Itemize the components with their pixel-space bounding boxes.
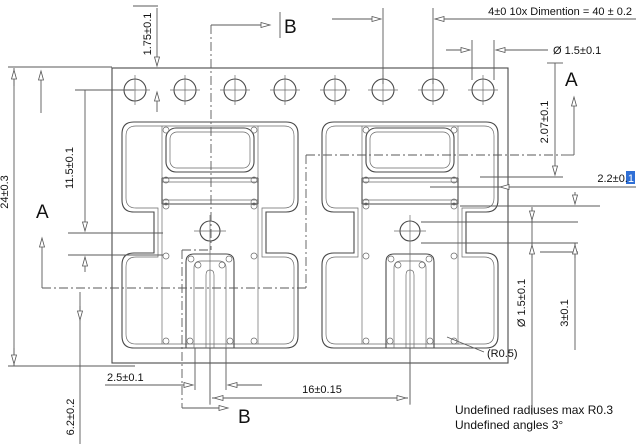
sprocket-hole	[170, 75, 200, 105]
text-selection-highlight	[626, 171, 635, 184]
sprocket-hole	[220, 75, 250, 105]
sprocket-hole	[468, 75, 498, 105]
dim-strip-width: 24±0.3	[0, 66, 135, 367]
dim-text-a-line-offset: 2.07±0.1	[539, 101, 551, 144]
dim-bar-width: 2.2±0.1	[430, 171, 636, 191]
dim-bottom-offset: 6.2±0.2	[65, 292, 84, 444]
sprocket-hole	[320, 75, 350, 105]
dim-text-bar-width: 2.2±0.1	[597, 173, 634, 185]
dim-text-hole-to-bar: 3±0.1	[559, 299, 571, 326]
center-hole	[194, 215, 226, 247]
dim-text-body-height: 11.5±0.1	[64, 147, 76, 189]
section-label-b-top: B	[284, 17, 297, 38]
dim-text-edge-to-holes: 1.75±0.1	[142, 13, 154, 56]
dim-unit-pitch: 16±0.15	[209, 348, 411, 404]
sprocket-hole	[270, 75, 300, 105]
dim-slot-width: 2.5±0.1	[105, 348, 262, 390]
dim-sprocket-hole-dia: Ø 1.5±0.1	[446, 40, 601, 80]
dim-text-center-hole-dia: Ø 1.5±0.1	[516, 279, 528, 327]
section-label-b-bottom: B	[238, 407, 251, 428]
dim-text-slot-width: 2.5±0.1	[107, 372, 144, 384]
dim-text-bottom-offset: 6.2±0.2	[65, 399, 77, 436]
stamped-units	[121, 121, 499, 405]
center-hole	[394, 215, 426, 247]
note-angles: Undefined angles 3°	[455, 418, 563, 432]
dim-edge-to-holes: 1.75±0.1	[75, 5, 161, 112]
dim-text-corner-radius: (R0.5)	[487, 348, 518, 360]
sprocket-holes	[120, 75, 498, 105]
callout-corner-radius: (R0.5)	[446, 336, 518, 360]
section-label-a-left: A	[36, 202, 49, 223]
carrier-frame	[111, 67, 509, 364]
section-line-a: A A	[36, 69, 578, 289]
dim-body-height: 11.5±0.1	[64, 90, 163, 272]
section-line-b: B B	[181, 12, 297, 428]
dim-text-strip-width: 24±0.3	[0, 175, 11, 209]
dim-hole-to-bar: 3±0.1	[559, 192, 579, 350]
dim-text-sprocket-hole-dia: Ø 1.5±0.1	[553, 45, 601, 57]
dim-a-line-offset: 2.07±0.1	[539, 62, 563, 177]
dim-text-hole-pitch: 4±0 10x Dimention = 40 ± 0.2	[488, 6, 632, 18]
drawing-notes: Undefined radiuses max R0.3 Undefined an…	[455, 403, 613, 432]
dim-center-hole-dia: Ø 1.5±0.1	[516, 207, 536, 415]
fold-bar	[161, 176, 259, 206]
unit-outline-right	[321, 121, 499, 405]
dim-text-unit-pitch: 16±0.15	[302, 384, 342, 396]
dim-hole-pitch: 4±0 10x Dimention = 40 ± 0.2	[332, 6, 636, 84]
note-radiuses: Undefined radiuses max R0.3	[455, 403, 613, 417]
section-label-a-right: A	[565, 70, 578, 91]
fold-bar	[361, 176, 459, 206]
unit-outline-left	[121, 121, 299, 405]
right-reference-lines	[421, 205, 600, 253]
